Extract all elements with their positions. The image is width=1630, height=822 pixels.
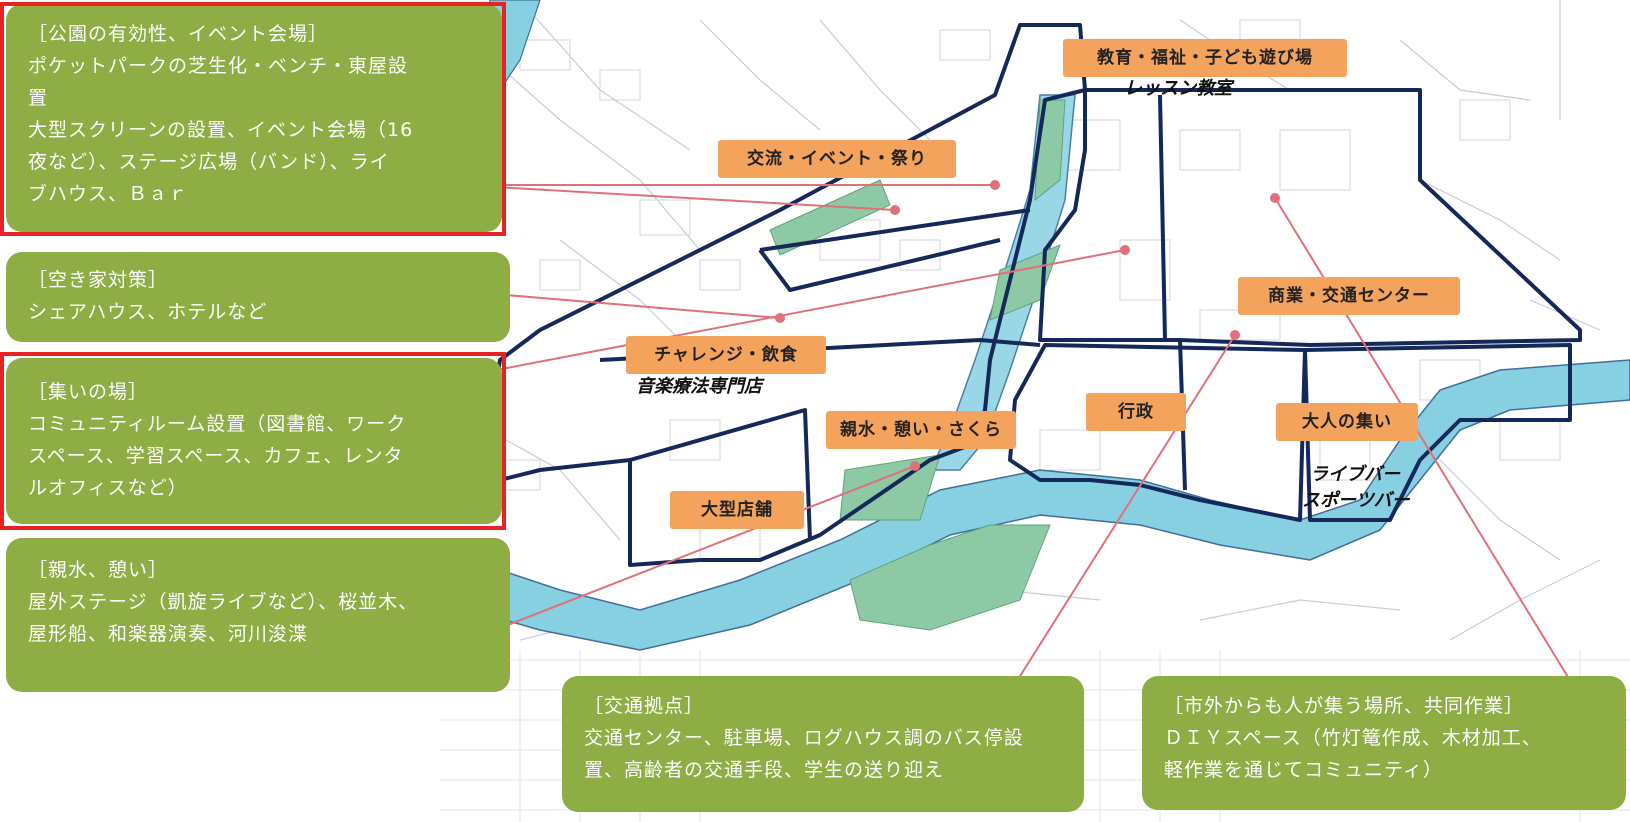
callout-park-line: 夜など）、ステージ広場（バンド）、ライ [28,151,390,173]
zone-tag-education: 教育・福祉・子ども遊び場 [1063,39,1347,77]
callout-transport-line: 置、高齢者の交通手段、学生の送り迎え [584,759,945,781]
zone-tag-challenge: チャレンジ・飲食 [626,336,826,374]
callout-park-heading: ［公園の有効性、イベント会場］ [28,23,329,45]
callout-gather-line: コミュニティルーム設置（図書館、ワーク [28,413,407,435]
map-label-music-school: 音楽療法専門店 [636,376,762,397]
callout-park-line: 大型スクリーンの設置、イベント会場（16 [28,119,414,141]
map-label-sports-bar: スポーツバー [1302,490,1410,511]
zone-tag-exchange: 交流・イベント・祭り [718,140,956,178]
map-label-lesson: レッスン教室 [1124,78,1232,99]
callout-gather: ［集いの場］ コミュニティルーム設置（図書館、ワーク スペース、学習スペース、カ… [6,358,502,524]
callout-gather-line: スペース、学習スペース、カフェ、レンタ [28,445,404,467]
callout-diy-line: ＤＩＹスペース（竹灯篭作成、木材加工、 [1164,727,1542,749]
callout-water: ［親水、憩い］ 屋外ステージ（凱旋ライブなど）、桜並木、 屋形船、和楽器演奏、河… [6,538,510,692]
callout-water-heading: ［親水、憩い］ [28,559,169,581]
map-label-live-bar: ライブバー [1310,464,1400,485]
callout-water-line: 屋外ステージ（凱旋ライブなど）、桜並木、 [28,591,419,613]
callout-transport-line: 交通センター、駐車場、ログハウス調のバス停設 [584,727,1024,749]
callout-water-line: 屋形船、和楽器演奏、河川浚渫 [28,623,309,645]
callout-park-line: 置 [28,87,49,109]
zone-tag-bigstore: 大型店舗 [670,491,804,529]
callout-park-line: ブハウス、Ｂａｒ [28,183,189,205]
callout-vacant: ［空き家対策］ シェアハウス、ホテルなど [6,252,510,342]
callout-park: ［公園の有効性、イベント会場］ ポケットパークの芝生化・ベンチ・東屋設 置 大型… [6,4,502,232]
leader-lines [459,184,1583,701]
callout-vacant-heading: ［空き家対策］ [28,269,169,291]
callout-park-line: ポケットパークの芝生化・ベンチ・東屋設 [28,55,409,77]
building-blocks [499,19,1561,561]
zone-tag-commerce: 商業・交通センター [1238,277,1460,315]
callout-diy: ［市外からも人が集う場所、共同作業］ ＤＩＹスペース（竹灯篭作成、木材加工、 軽… [1142,676,1626,810]
zone-tag-adults: 大人の集い [1276,403,1418,441]
callout-transport: ［交通拠点］ 交通センター、駐車場、ログハウス調のバス停設 置、高齢者の交通手段… [562,676,1084,812]
callout-gather-heading: ［集いの場］ [28,381,149,403]
callout-diy-heading: ［市外からも人が集う場所、共同作業］ [1164,695,1525,717]
callout-vacant-line: シェアハウス、ホテルなど [28,301,268,323]
callout-diy-line: 軽作業を通じてコミュニティ） [1164,759,1443,781]
zone-tag-waterside: 親水・憩い・さくら [826,411,1016,449]
callout-gather-line: ルオフィスなど） [28,477,188,499]
callout-transport-heading: ［交通拠点］ [584,695,705,717]
leader-dots [775,180,1280,471]
zone-tag-admin: 行政 [1086,393,1186,431]
